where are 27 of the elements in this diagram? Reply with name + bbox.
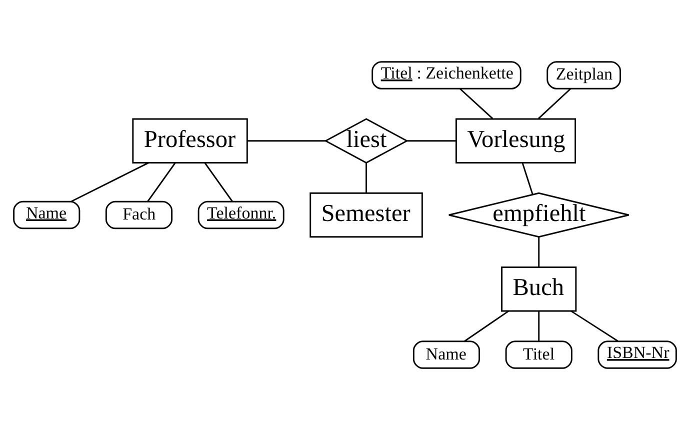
node-box: Titel — [505, 340, 572, 369]
node-box: Semester — [310, 192, 423, 238]
connector — [459, 88, 494, 120]
node-box: Vorlesung — [455, 118, 576, 164]
connector — [538, 88, 572, 120]
connector — [247, 140, 326, 142]
connector — [538, 311, 540, 342]
connector — [407, 140, 456, 142]
node-box: Name — [13, 200, 80, 230]
connector — [570, 310, 618, 342]
connector — [147, 162, 176, 202]
connector — [464, 310, 510, 342]
connector — [366, 162, 367, 193]
connector — [70, 162, 149, 202]
node-box: Telefonnr. — [198, 200, 284, 230]
node-box: Zeitplan — [546, 61, 622, 90]
node-box: Titel : Zeichenkette — [372, 61, 522, 90]
connector — [522, 162, 534, 195]
node-diamond: empfiehlt — [448, 192, 630, 238]
node-box: Name — [412, 340, 480, 369]
node-box: Professor — [132, 118, 248, 164]
node-diamond: liest — [324, 118, 408, 164]
connector — [204, 162, 234, 202]
connector — [538, 236, 540, 267]
node-box: ISBN-Nr — [598, 340, 677, 369]
node-box: Buch — [501, 266, 577, 312]
node-box: Fach — [105, 200, 173, 230]
